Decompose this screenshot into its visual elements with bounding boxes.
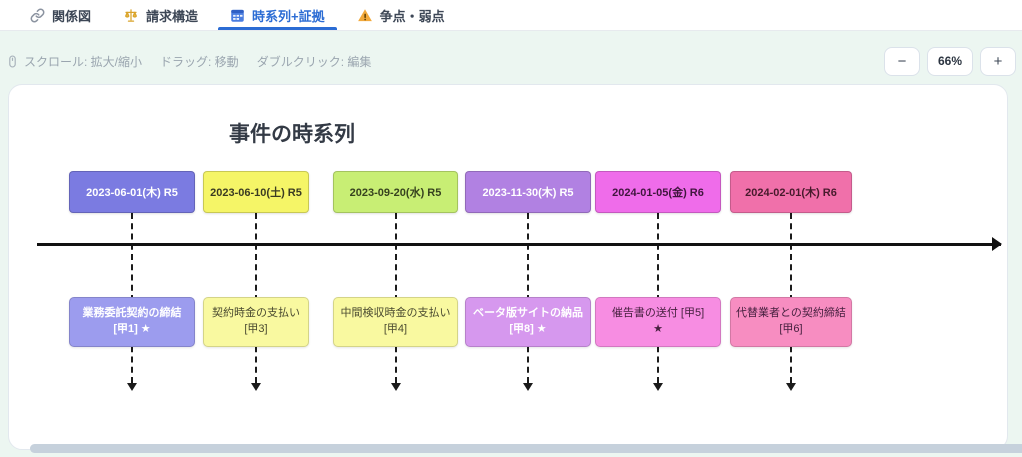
- event-title: 中間検収時金の支払い: [340, 307, 451, 320]
- timeline-column: 2023-09-20(水) R5 中間検収時金の支払い [甲4]: [333, 171, 458, 397]
- connector-arrow-icon: [653, 383, 663, 391]
- timeline-axis: [37, 237, 1002, 251]
- horizontal-scrollbar[interactable]: [30, 444, 1022, 453]
- connector-arrow-icon: [251, 383, 261, 391]
- tab-timeline-evidence[interactable]: 時系列+証拠: [214, 0, 341, 30]
- event-node[interactable]: 催告書の送付 [甲5] ★: [595, 297, 721, 347]
- date-node[interactable]: 2023-06-01(木) R5: [69, 171, 195, 213]
- event-evidence-ref: ★: [653, 323, 663, 335]
- connector-arrow-icon: [390, 383, 401, 391]
- timeline-column: 2023-06-01(木) R5 業務委託契約の締結 [甲1] ★: [69, 171, 195, 397]
- event-node[interactable]: 代替業者との契約締結 [甲6]: [730, 297, 852, 347]
- date-node[interactable]: 2023-06-10(土) R5: [203, 171, 309, 213]
- event-evidence-ref: [甲1] ★: [113, 323, 151, 335]
- tab-label: 請求構造: [146, 8, 199, 24]
- timeline-canvas[interactable]: 事件の時系列 2023-06-01(木) R5 業務委託契約の締結 [甲1] ★…: [8, 84, 1008, 450]
- timeline-column: 2023-11-30(木) R5 ベータ版サイトの納品 [甲8] ★: [465, 171, 591, 397]
- event-title: 契約時金の支払い: [212, 307, 300, 320]
- date-node[interactable]: 2024-01-05(金) R6: [595, 171, 721, 213]
- tab-label: 争点・弱点: [379, 8, 445, 24]
- connector-arrow-icon: [523, 383, 533, 391]
- zoom-controls: − 66% +: [883, 46, 1016, 76]
- hint-drag: ドラッグ: 移動: [160, 54, 239, 69]
- event-evidence-ref: [甲4]: [383, 323, 408, 335]
- connector-arrow-icon: [127, 383, 137, 391]
- canvas-title: 事件の時系列: [229, 123, 355, 146]
- event-evidence-ref: [甲8] ★: [509, 323, 547, 335]
- event-evidence-ref: [甲3]: [244, 323, 268, 335]
- event-node[interactable]: 契約時金の支払い [甲3]: [203, 297, 309, 347]
- mouse-icon: [6, 54, 19, 68]
- date-node[interactable]: 2023-11-30(木) R5: [465, 171, 591, 213]
- event-title: 催告書の送付 [甲5]: [611, 307, 705, 320]
- timeline-column: 2023-06-10(土) R5 契約時金の支払い [甲3]: [203, 171, 309, 397]
- event-title: ベータ版サイトの納品: [473, 307, 583, 320]
- tab-label: 関係図: [52, 8, 92, 24]
- warning-icon: [357, 8, 373, 23]
- tab-claim-structure[interactable]: 請求構造: [107, 0, 214, 30]
- zoom-out-button[interactable]: −: [883, 46, 920, 76]
- tab-relationship-diagram[interactable]: 関係図: [14, 0, 107, 30]
- scales-icon: [123, 8, 139, 23]
- tab-issues-weaknesses[interactable]: 争点・弱点: [341, 0, 461, 30]
- event-node[interactable]: ベータ版サイトの納品 [甲8] ★: [465, 297, 591, 347]
- date-node[interactable]: 2024-02-01(木) R6: [730, 171, 852, 213]
- event-evidence-ref: [甲6]: [779, 323, 803, 335]
- zoom-level-indicator: 66%: [926, 46, 973, 76]
- date-node[interactable]: 2023-09-20(水) R5: [333, 171, 458, 213]
- timeline-icon: [230, 8, 245, 23]
- timeline-axis-arrow-icon: [992, 237, 1002, 251]
- event-node[interactable]: 中間検収時金の支払い [甲4]: [333, 297, 458, 347]
- tab-label: 時系列+証拠: [252, 8, 325, 24]
- tab-bar: 関係図 請求構造 時系列+証拠: [0, 0, 1022, 31]
- timeline-column: 2024-02-01(木) R6 代替業者との契約締結 [甲6]: [730, 171, 852, 397]
- event-node[interactable]: 業務委託契約の締結 [甲1] ★: [69, 297, 195, 347]
- hint-doubleclick: ダブルクリック: 編集: [256, 54, 372, 69]
- hint-toolbar: スクロール: 拡大/縮小 ドラッグ: 移動 ダブルクリック: 編集 − 66% …: [6, 44, 1016, 78]
- timeline-column: 2024-01-05(金) R6 催告書の送付 [甲5] ★: [595, 171, 721, 397]
- connector-arrow-icon: [786, 383, 796, 391]
- event-title: 代替業者との契約締結: [736, 307, 846, 320]
- link-icon: [30, 8, 45, 23]
- event-title: 業務委託契約の締結: [82, 307, 182, 320]
- hint-scroll: スクロール: 拡大/縮小: [24, 54, 143, 69]
- zoom-in-button[interactable]: +: [980, 46, 1016, 76]
